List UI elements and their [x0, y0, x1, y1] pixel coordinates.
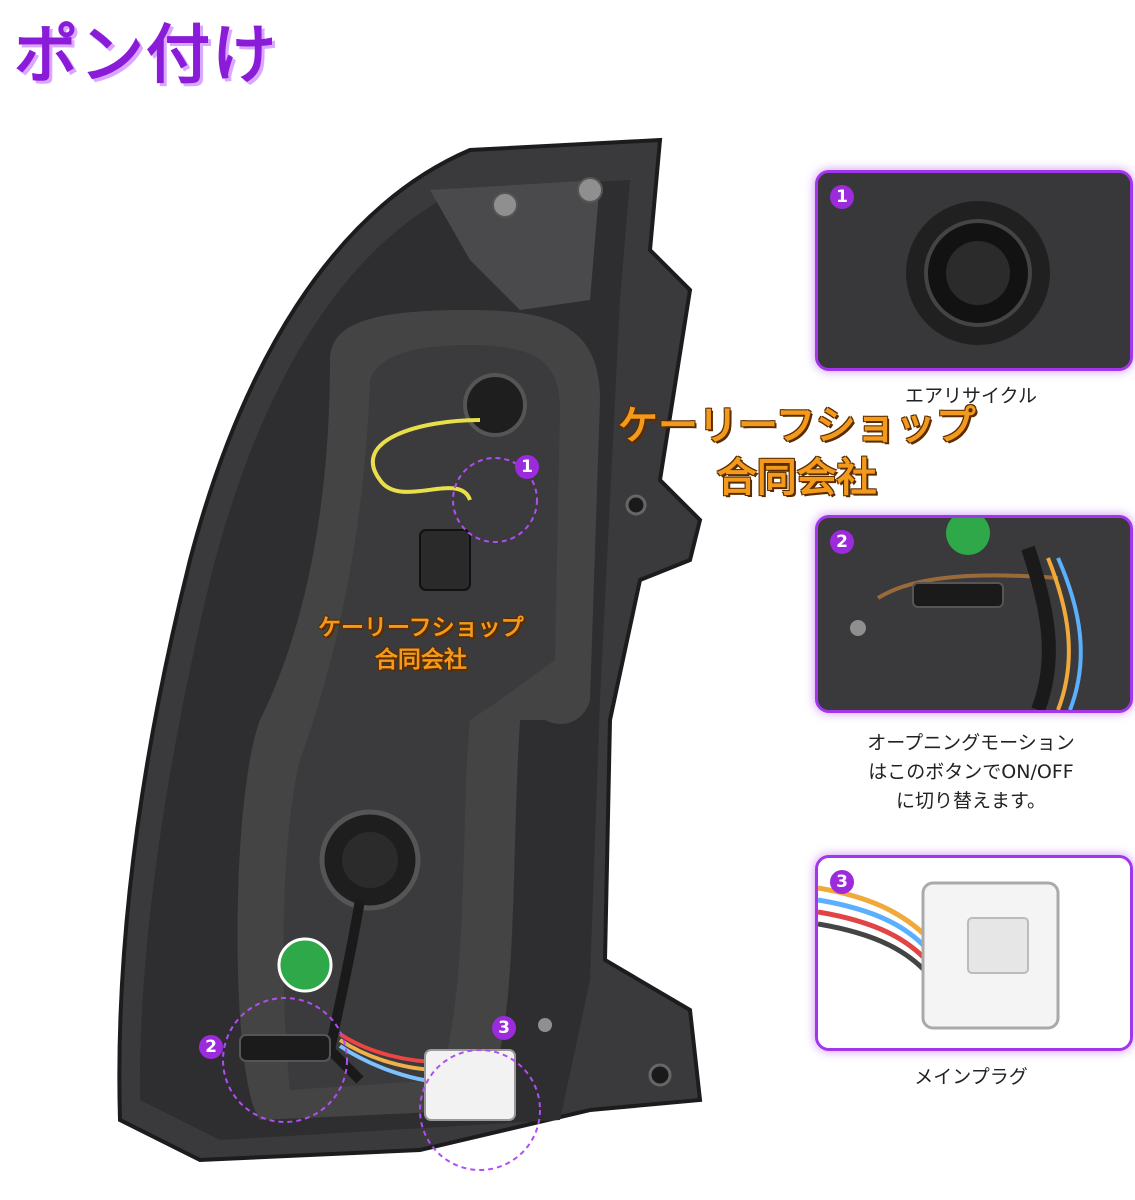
inset-1-number: 1 [830, 185, 854, 209]
watermark-company: ケーリーフショップ [318, 615, 524, 641]
inset-2-caption: オープニングモーション はこのボタンでON/OFF に切り替えます。 [815, 729, 1127, 816]
inset-3-caption: メインプラグ [914, 1066, 1028, 1088]
watermark-large-company: ケーリーフショップ [618, 403, 976, 449]
inset-main-plug: 3 [815, 855, 1133, 1051]
inset-2-photo [818, 518, 1130, 710]
watermark-company-type: 合同会社 [374, 647, 467, 673]
inset-3-photo [818, 858, 1130, 1048]
inset-2-number: 2 [830, 530, 854, 554]
watermark-large: ケーリーフショップ 合同会社 [618, 400, 976, 504]
inset-opening-motion: 2 [815, 515, 1133, 713]
watermark-small: ケーリーフショップ 合同会社 [318, 612, 524, 676]
inset-2-caption-line-3: に切り替えます。 [895, 790, 1047, 812]
callout-1: 1 [515, 455, 539, 479]
inset-1-photo [818, 173, 1130, 368]
inset-2-caption-line-2: はこのボタンでON/OFF [868, 761, 1074, 783]
inset-3-number: 3 [830, 870, 854, 894]
watermark-large-company-type: 合同会社 [716, 455, 877, 501]
tail-light-rear-photo [117, 137, 703, 1171]
callout-2: 2 [199, 1035, 223, 1059]
callout-3: 3 [492, 1016, 516, 1040]
inset-1-caption: エアリサイクル [904, 385, 1038, 407]
inset-air-recycle: 1 [815, 170, 1133, 371]
inset-2-caption-line-1: オープニングモーション [867, 732, 1075, 754]
page-title: ポン付け [14, 19, 278, 93]
